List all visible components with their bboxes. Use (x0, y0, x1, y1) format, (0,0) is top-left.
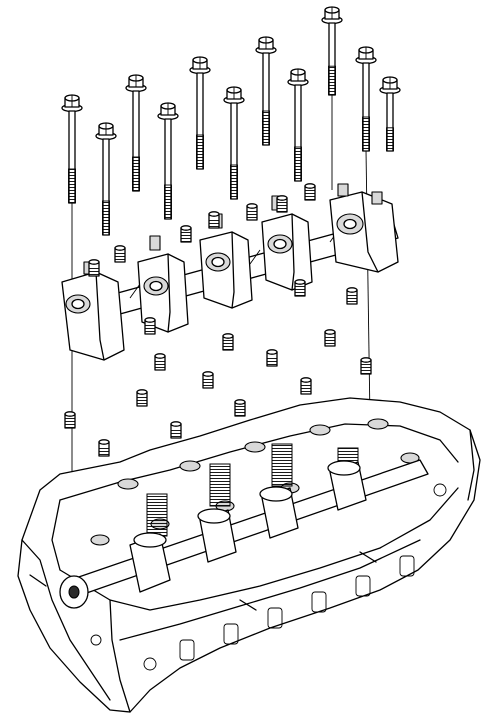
alignment-line (365, 149, 371, 421)
dowel-sleeves (64, 183, 372, 457)
dowel-sleeve (346, 287, 358, 305)
dowel-sleeve (136, 389, 148, 407)
camshaft-cap-1 (61, 261, 125, 361)
dowel-sleeve (208, 211, 220, 229)
dowel-sleeve (144, 317, 156, 335)
camshaft-cap-2 (137, 235, 189, 333)
bolt (61, 94, 83, 204)
bolt (223, 86, 245, 200)
lower-camshaft-lobes (129, 460, 367, 593)
bolt (379, 76, 401, 152)
dowel-sleeve (154, 353, 166, 371)
camshaft-cap-4 (261, 195, 313, 291)
dowel-sleeve (304, 183, 316, 201)
dowel-sleeve (114, 245, 126, 263)
dowel-sleeve (324, 329, 336, 347)
dowel-sleeve (202, 371, 214, 389)
side-ports (90, 483, 447, 671)
dowel-sleeve (246, 203, 258, 221)
bolt (189, 56, 211, 170)
dowel-sleeve (64, 411, 76, 429)
bolts (61, 6, 401, 236)
bolt (255, 36, 277, 146)
dowel-sleeve (276, 195, 288, 213)
dowel-sleeve (88, 259, 100, 277)
bolt (287, 68, 309, 182)
dowel-sleeve (98, 439, 110, 457)
dowel-sleeve (180, 225, 192, 243)
dowel-sleeve (266, 349, 278, 367)
dowel-sleeve (300, 377, 312, 395)
dowel-sleeve (170, 421, 182, 439)
bolt (125, 74, 147, 192)
camshaft-cap-3 (199, 213, 253, 309)
bolt (355, 46, 377, 152)
cylinder-head (17, 397, 481, 713)
dowel-sleeve (222, 333, 234, 351)
camshaft-cap-assembly (61, 183, 399, 361)
dowel-sleeve (294, 279, 306, 297)
camshaft-cap-5 (329, 183, 399, 273)
dowel-sleeve (360, 357, 372, 375)
bolt (321, 6, 343, 96)
bolt (157, 102, 179, 220)
dowel-sleeve (234, 399, 246, 417)
bolt (95, 122, 117, 236)
